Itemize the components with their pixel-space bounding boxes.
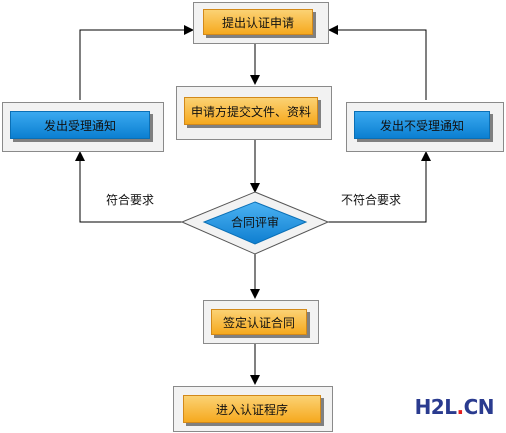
enter-node: 进入认证程序	[183, 395, 321, 423]
h2l-watermark-logo: H2L.CN	[414, 395, 495, 419]
apply-node: 提出认证申请	[203, 9, 313, 35]
accept-notice-node-label: 发出受理通知	[43, 118, 116, 133]
accept-notice-node: 发出受理通知	[10, 111, 150, 139]
not-meets-requirements-label: 不符合要求	[341, 193, 402, 207]
sign-node: 签定认证合同	[211, 309, 307, 335]
submit-docs-node-label: 申请方提交文件、资料	[190, 104, 311, 119]
arrow-review-to-accept	[75, 151, 182, 223]
meets-requirements-label: 符合要求	[106, 193, 155, 207]
review-diamond-inner	[202, 201, 308, 245]
apply-node-label: 提出认证申请	[221, 15, 294, 30]
reject-notice-node: 发出不受理通知	[354, 111, 490, 139]
submit-docs-node: 申请方提交文件、资料	[184, 97, 318, 125]
watermark-dot: .	[456, 395, 464, 419]
watermark-cn-text: CN	[463, 395, 495, 419]
arrow-accept-to-apply	[79, 25, 194, 100]
review-node-label: 合同评审	[230, 215, 280, 230]
arrow-review-to-reject	[328, 151, 431, 223]
enter-node-label: 进入认证程序	[215, 402, 288, 417]
reject-notice-node-label: 发出不受理通知	[379, 118, 464, 133]
watermark-h2l-text: H2L	[414, 395, 457, 419]
arrow-reject-to-apply	[328, 25, 427, 100]
sign-node-label: 签定认证合同	[222, 315, 295, 330]
